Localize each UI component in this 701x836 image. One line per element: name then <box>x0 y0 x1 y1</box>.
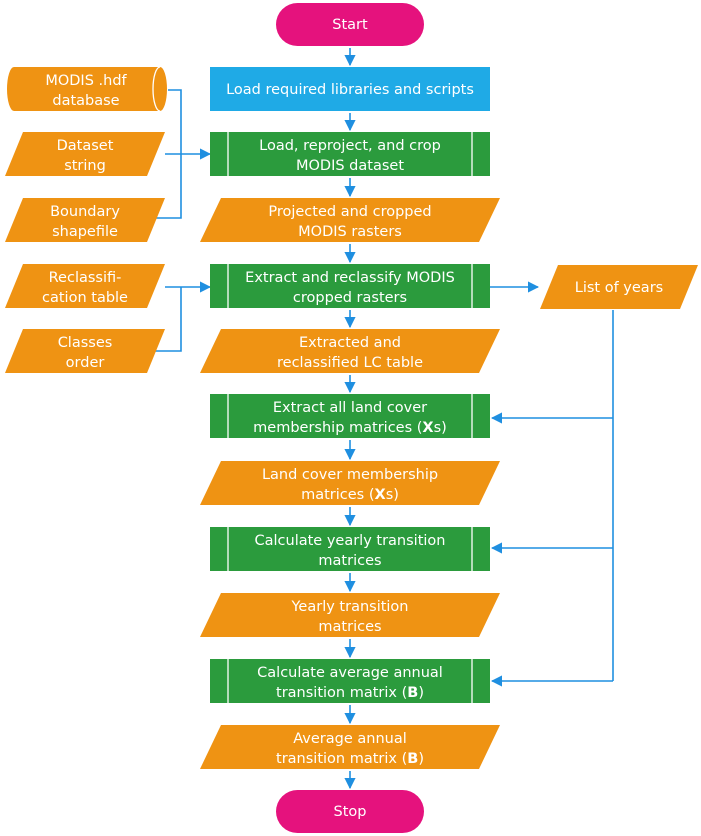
stop-label: Stop <box>334 804 367 820</box>
calc-yearly-process: Calculate yearly transition matrices <box>210 527 490 571</box>
dataset-string-label-1: Dataset <box>57 138 114 154</box>
reclass-table-label-1: Reclassifi- <box>49 270 122 286</box>
yearly-matrices-data: Yearly transition matrices <box>200 593 500 637</box>
connectors <box>150 48 614 790</box>
load-reproject-process: Load, reproject, and crop MODIS dataset <box>210 132 490 176</box>
average-matrix-label-2: transition matrix (B) <box>276 751 424 767</box>
modis-database-label-1: MODIS .hdf <box>45 73 127 89</box>
start-terminal: Start <box>276 3 424 46</box>
boundary-shapefile-label-1: Boundary <box>50 204 120 220</box>
extract-reclassify-process: Extract and reclassify MODIS cropped ras… <box>210 264 490 308</box>
extract-membership-process: Extract all land cover membership matric… <box>210 394 490 438</box>
reclass-table-label-2: cation table <box>42 290 128 306</box>
calc-yearly-label-2: matrices <box>318 553 381 569</box>
list-of-years-label: List of years <box>575 280 663 296</box>
modis-database-label-2: database <box>52 93 119 109</box>
average-matrix-label-1: Average annual <box>293 731 407 747</box>
list-of-years-data: List of years <box>540 265 698 309</box>
calc-average-label-2: transition matrix (B) <box>276 685 424 701</box>
extract-reclassify-label-1: Extract and reclassify MODIS <box>245 270 455 286</box>
boundary-shapefile-data: Boundary shapefile <box>5 198 165 242</box>
load-libraries-label: Load required libraries and scripts <box>226 82 474 98</box>
classes-order-label-2: order <box>66 355 105 371</box>
extracted-table-label-2: reclassified LC table <box>277 355 423 371</box>
modis-database-storage: MODIS .hdf database <box>7 66 167 112</box>
yearly-matrices-label-2: matrices <box>318 619 381 635</box>
stop-terminal: Stop <box>276 790 424 833</box>
extracted-table-data: Extracted and reclassified LC table <box>200 329 500 373</box>
dataset-string-data: Dataset string <box>5 132 165 176</box>
calc-average-label-1: Calculate average annual <box>257 665 443 681</box>
connector-classes-order <box>150 287 182 352</box>
load-reproject-label-2: MODIS dataset <box>296 158 404 174</box>
extract-membership-label-2: membership matrices (Xs) <box>253 420 447 436</box>
membership-matrices-label-2: matrices (Xs) <box>301 487 399 503</box>
extract-membership-label-1: Extract all land cover <box>273 400 427 416</box>
load-libraries-process: Load required libraries and scripts <box>210 67 490 111</box>
membership-matrices-data: Land cover membership matrices (Xs) <box>200 461 500 505</box>
calc-average-process: Calculate average annual transition matr… <box>210 659 490 703</box>
boundary-shapefile-label-2: shapefile <box>52 224 118 240</box>
extract-reclassify-label-2: cropped rasters <box>293 290 407 306</box>
start-label: Start <box>332 17 368 33</box>
calc-yearly-label-1: Calculate yearly transition <box>255 533 446 549</box>
dataset-string-label-2: string <box>64 158 106 174</box>
classes-order-data: Classes order <box>5 329 165 373</box>
load-reproject-label-1: Load, reproject, and crop <box>259 138 441 154</box>
reclass-table-data: Reclassifi- cation table <box>5 264 165 308</box>
yearly-matrices-label-1: Yearly transition <box>291 599 409 615</box>
projected-rasters-label-2: MODIS rasters <box>298 224 402 240</box>
projected-rasters-label-1: Projected and cropped <box>268 204 431 220</box>
membership-matrices-label-1: Land cover membership <box>262 467 438 483</box>
average-matrix-data: Average annual transition matrix (B) <box>200 725 500 769</box>
extracted-table-label-1: Extracted and <box>299 335 401 351</box>
classes-order-label-1: Classes <box>58 335 113 351</box>
projected-rasters-data: Projected and cropped MODIS rasters <box>200 198 500 242</box>
